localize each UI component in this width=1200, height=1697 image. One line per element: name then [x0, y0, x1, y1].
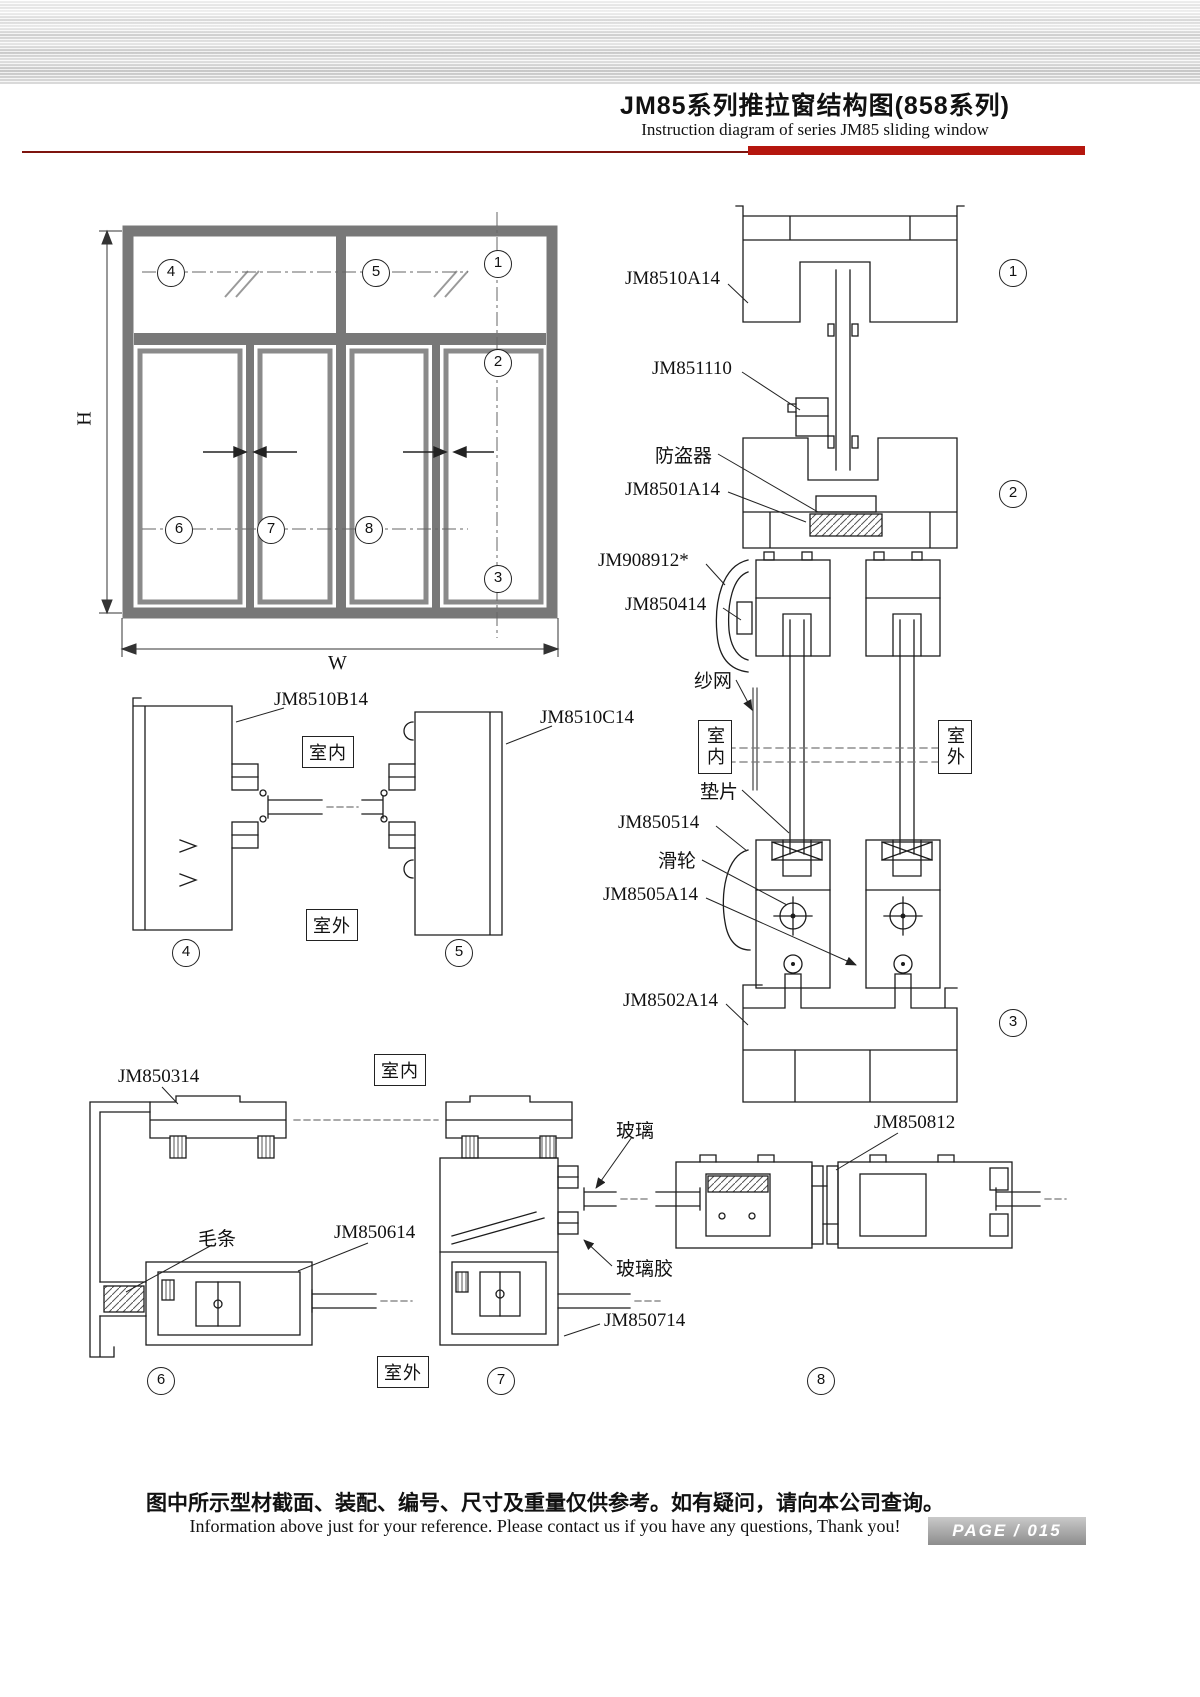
- break-lines: [727, 747, 963, 763]
- dimension-lines: [99, 229, 560, 657]
- header-rule-thin: [22, 151, 1085, 153]
- marker-5: 5: [362, 259, 390, 287]
- marker-6: 6: [165, 516, 193, 544]
- section-marker-6: 6: [147, 1367, 175, 1395]
- part-label-spacer: 垫片: [700, 782, 739, 803]
- part-label-jm851110: JM851110: [652, 358, 732, 379]
- part-label-roller: 滑轮: [658, 851, 697, 872]
- part-label-jm850314: JM850314: [118, 1066, 200, 1087]
- section-7: [439, 1095, 661, 1346]
- section-marker-4: 4: [172, 939, 200, 967]
- part-label-jm8510c14: JM8510C14: [540, 707, 634, 728]
- hook-cover-profile: [715, 559, 749, 673]
- marker-3: 3: [484, 565, 512, 593]
- marker-7: 7: [257, 516, 285, 544]
- header-decor-stripes: [0, 0, 1200, 84]
- part-label-wool-pile: 毛条: [198, 1229, 237, 1250]
- outdoor-box-vertical: 室外: [938, 720, 972, 774]
- section-marker-8: 8: [807, 1367, 835, 1395]
- marker-2: 2: [484, 349, 512, 377]
- part-label-jm908912: JM908912*: [598, 550, 689, 571]
- marker-4: 4: [157, 259, 185, 287]
- part-label-jm8510a14: JM8510A14: [625, 268, 721, 289]
- section-8: [655, 1154, 1067, 1249]
- page-number-badge: PAGE / 015: [928, 1517, 1086, 1545]
- footer-note-cn: 图中所示型材截面、装配、编号、尺寸及重量仅供参考。如有疑问，请向本公司查询。: [146, 1492, 944, 1515]
- part-label-screen-mesh: 纱网: [694, 671, 733, 692]
- part-label-jm850614: JM850614: [334, 1222, 416, 1243]
- upper-glass: [835, 269, 851, 471]
- section-6: [89, 1095, 439, 1358]
- indoor-box-vertical: 室内: [698, 720, 732, 774]
- part-label-glass-sealant: 玻璃胶: [616, 1259, 674, 1280]
- vsection-marker-1: 1: [999, 259, 1027, 287]
- section-4: [132, 697, 359, 931]
- leader-lines: [125, 283, 899, 1337]
- head-profile: [735, 205, 965, 323]
- outdoor-box-mid: 室外: [306, 909, 358, 941]
- part-label-jm8510b14: JM8510B14: [274, 689, 368, 710]
- slide-direction-arrows: [203, 445, 494, 459]
- marker-1: 1: [484, 250, 512, 278]
- page-title: JM85系列推拉窗结构图(858系列): [620, 92, 1010, 120]
- outdoor-box-bottom: 室外: [377, 1356, 429, 1388]
- section-5: [361, 711, 503, 936]
- part-label-jm850514: JM850514: [618, 812, 700, 833]
- header-rule-thick: [748, 146, 1085, 155]
- sash-glass: [789, 619, 915, 855]
- glass-slash-marks: [224, 270, 469, 298]
- part-label-jm8502a14: JM8502A14: [623, 990, 719, 1011]
- wool-pile-brush: [103, 1285, 145, 1313]
- page-subtitle: Instruction diagram of series JM85 slidi…: [641, 120, 989, 139]
- dimension-w-label: W: [328, 652, 347, 674]
- indoor-box-bottom: 室内: [374, 1054, 426, 1086]
- interlock: [811, 1165, 824, 1245]
- footer-note-en: Information above just for your referenc…: [189, 1516, 901, 1536]
- screen-mesh-line: [752, 687, 758, 791]
- sill-profile: [742, 973, 958, 1103]
- section-marker-5: 5: [445, 939, 473, 967]
- part-label-jm850714: JM850714: [604, 1310, 686, 1331]
- anti-theft-device: [809, 513, 883, 537]
- part-label-jm8505a14: JM8505A14: [603, 884, 699, 905]
- part-label-anti-theft: 防盗器: [655, 446, 713, 467]
- dimension-h-label: H: [73, 411, 96, 426]
- part-label-jm8501a14: JM8501A14: [625, 479, 721, 500]
- indoor-box-mid: 室内: [302, 736, 354, 768]
- marker-8: 8: [355, 516, 383, 544]
- vsection-marker-2: 2: [999, 480, 1027, 508]
- vertical-section: [715, 205, 965, 1103]
- part-label-glass: 玻璃: [616, 1121, 655, 1142]
- part-label-jm850414: JM850414: [625, 594, 707, 615]
- part-label-jm850812: JM850812: [874, 1112, 956, 1133]
- connector-profile: [795, 397, 829, 437]
- section-marker-7: 7: [487, 1367, 515, 1395]
- vsection-marker-3: 3: [999, 1009, 1027, 1037]
